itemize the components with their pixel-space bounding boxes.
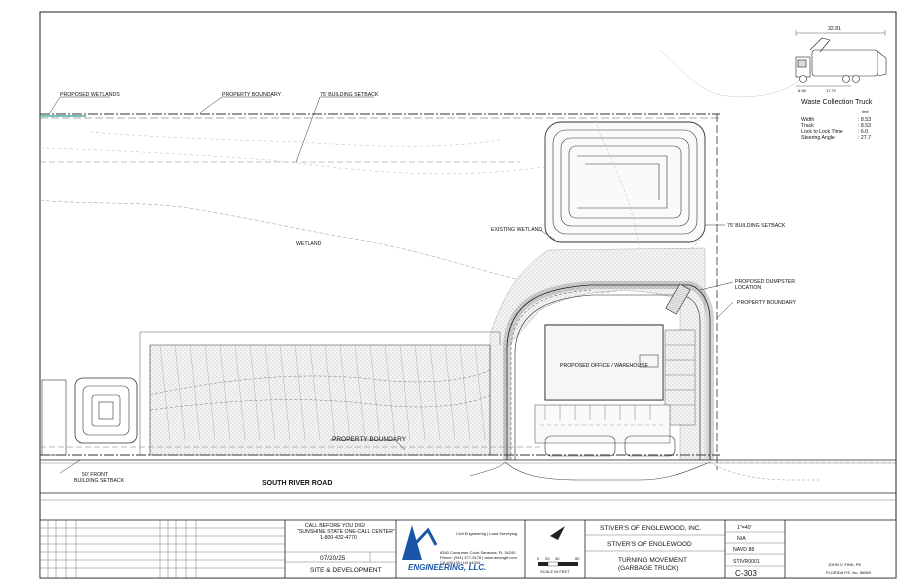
company-services: Civil Engineering | Land Surveying: [456, 531, 517, 536]
truck-title: Waste Collection Truck: [801, 99, 873, 106]
leader-lines: [49, 96, 734, 474]
scale-tick-1: 20: [545, 556, 550, 561]
truck-spec-value-0: : 8.53: [858, 117, 871, 123]
datum-value: NAVD 88: [733, 547, 754, 553]
engineer-name: JOHN V. FINK, PE: [828, 562, 862, 567]
company-license: CA #30135 | LB #4304: [440, 560, 481, 565]
truck-front-overhang: 6.56: [798, 88, 807, 93]
proposed-building-label: PROPOSED OFFICE / WAREHOUSE: [560, 363, 649, 369]
drawing-title-line2: (GARBAGE TRUCK): [618, 565, 679, 572]
truck-spec-name-0: Width: [801, 117, 814, 123]
truck-overall-length: 32.81: [828, 26, 841, 32]
company-phone: Phone: (941) 377-9178 | www.amengfl.com: [440, 555, 518, 560]
scale-label: SCALE IN FEET: [540, 569, 570, 574]
scale-bar: 0 20 40 80 SCALE IN FEET: [537, 556, 580, 574]
truck-turning-path: [503, 281, 714, 460]
truck-units: feet: [862, 109, 870, 114]
label-wetland: WETLAND: [296, 241, 322, 247]
truck-spec-value-2: : 6.0: [858, 129, 868, 135]
scale-tick-0: 0: [537, 556, 540, 561]
truck-spec-value-1: : 8.53: [858, 123, 871, 129]
dumpster-enclosure: [665, 283, 691, 315]
label-road: SOUTH RIVER ROAD: [262, 480, 332, 487]
label-proposed-wetlands: PROPOSED WETLANDS: [60, 92, 120, 98]
company-name: ENGINEERING, LLC.: [408, 563, 486, 572]
company-logo: ENGINEERING, LLC.: [402, 525, 486, 572]
company-address: 8340 Consumer Court Sarasota, FL 34240: [440, 550, 516, 555]
label-building-setback-right: 75' BUILDING SETBACK: [727, 223, 786, 229]
project-subtitle: STIVER'S OF ENGLEWOOD: [607, 541, 692, 548]
drawing-title-line1: TURNING MOVEMENT: [618, 557, 687, 564]
call-line2: "SUNSHINE STATE ONE-CALL CENTER": [297, 529, 395, 535]
label-front-setback-line2: BUILDING SETBACK: [74, 478, 125, 484]
north-arrow-icon: [550, 526, 565, 540]
sheet-number: C-303: [735, 569, 757, 578]
parking-south: [534, 404, 676, 457]
label-property-boundary-bottom: PROPERTY BOUNDARY: [332, 436, 407, 443]
license-note: FLORIDA P.E. No. 56089: [826, 570, 872, 575]
truck-spec-name-2: Lock to Lock Time: [801, 129, 843, 135]
revision-table: [40, 520, 285, 578]
scale-tick-3: 80: [575, 556, 580, 561]
project-title: STIVER'S OF ENGLEWOOD, INC.: [600, 525, 701, 532]
site-plan: PROPOSED OFFICE / WAREHOUSE: [39, 49, 896, 501]
plan-date: 07/20/25: [320, 555, 346, 562]
gravel-area-right: [489, 247, 706, 461]
truck-spec-name-3: Steering Angle: [801, 135, 835, 141]
truck-spec-name-1: Track: [801, 123, 814, 129]
label-dumpster-line2: LOCATION: [735, 285, 761, 291]
scale-tick-2: 40: [555, 556, 560, 561]
label-property-boundary-top: PROPERTY BOUNDARY: [222, 92, 282, 98]
parking-west: [139, 331, 501, 456]
stormwater-pond: [544, 119, 706, 251]
label-property-boundary-right: PROPERTY BOUNDARY: [737, 300, 797, 306]
call-phone: 1-800-432-4770: [320, 535, 357, 541]
garbage-truck-icon: [795, 37, 887, 83]
label-front-setback-line1: 50' FRONT: [82, 472, 109, 478]
label-existing-wetland: EXISTING WETLAND: [491, 227, 542, 233]
sheet-purpose: SITE & DEVELOPMENT: [310, 567, 382, 574]
na-value: N/A: [737, 536, 746, 542]
job-number: STIVR0001: [733, 559, 760, 565]
south-river-road: [40, 459, 896, 501]
truck-spec-value-3: : 27.7: [858, 135, 871, 141]
truck-wheelbase: 17.72: [826, 88, 837, 93]
label-building-setback-top: 75' BUILDING SETBACK: [320, 92, 379, 98]
west-pond: [41, 377, 138, 456]
label-dumpster-line1: PROPOSED DUMPSTER: [735, 279, 795, 285]
call-line1: CALL BEFORE YOU DIG!: [305, 523, 365, 529]
scale-value: 1"=40': [737, 525, 752, 531]
truck-diagram: 32.81 6.56 17.72 Waste Collection Truck …: [795, 26, 887, 141]
title-block: CALL BEFORE YOU DIG! "SUNSHINE STATE ONE…: [39, 519, 897, 579]
